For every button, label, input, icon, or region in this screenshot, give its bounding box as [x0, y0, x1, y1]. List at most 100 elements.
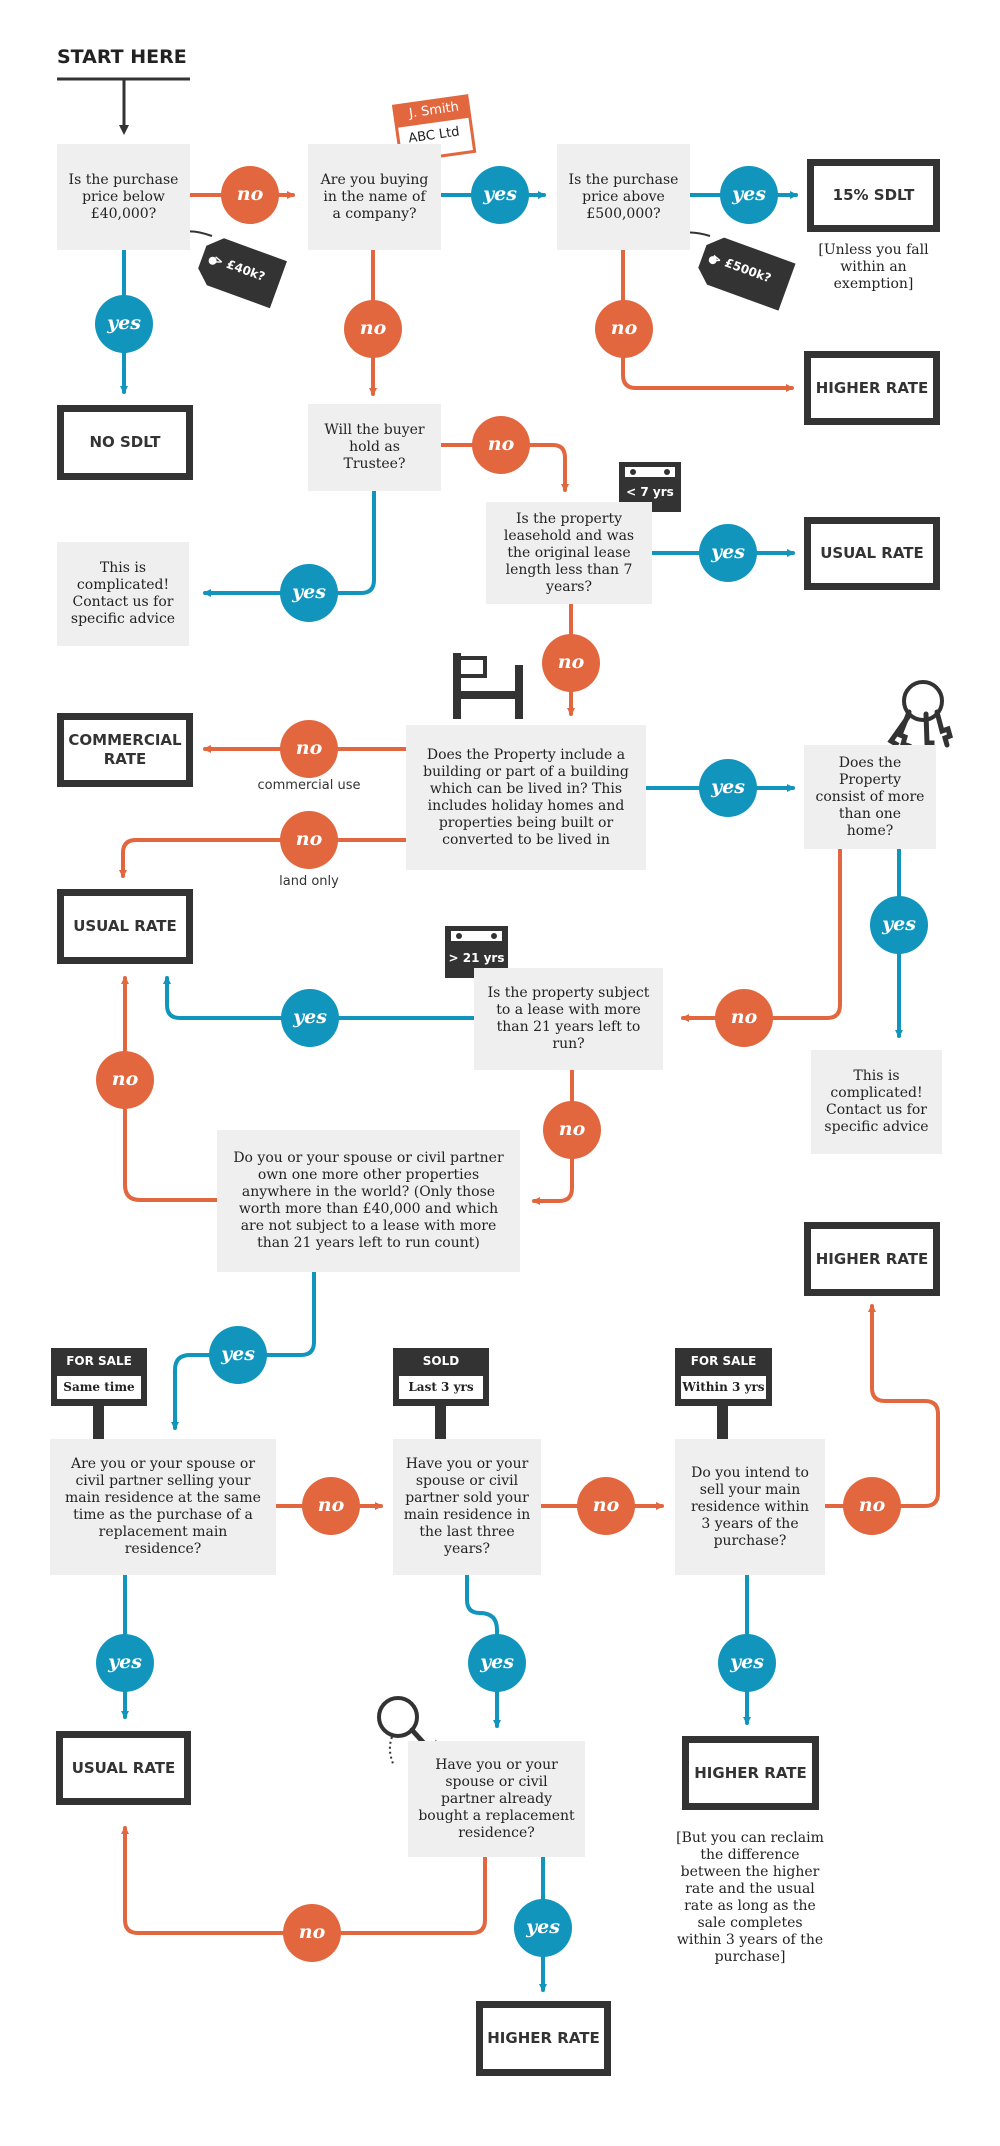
yes-label: yes: [730, 1651, 764, 1673]
calendar-21yrs-label: > 21 yrs: [448, 951, 505, 965]
no-label: no: [610, 317, 638, 339]
sign1-body: Same time: [55, 1374, 143, 1401]
keys-icon: [887, 680, 954, 757]
question-sell-within-3yrs: Do you intend to sell your main residenc…: [675, 1439, 825, 1575]
yes-circle: [280, 564, 338, 622]
edge-q8-q9: [532, 1069, 574, 1205]
question-selling-same-time: Are you or your spouse or civil partner …: [50, 1439, 276, 1575]
edge-q4-complicated: [203, 489, 376, 597]
no-circle: [472, 416, 530, 474]
no-label: no: [111, 1068, 139, 1090]
start-here-title: START HERE: [57, 46, 187, 68]
no-label: no: [295, 828, 323, 850]
note-complicated-2: This is complicated! Contact us for spec…: [811, 1050, 942, 1154]
question-multiple-homes: Does the Property consist of more than o…: [804, 745, 936, 849]
yes-circle: [96, 1634, 154, 1692]
calendar-7yrs-label: < 7 yrs: [626, 485, 674, 499]
result-commercial-rate: COMMERCIAL RATE: [57, 713, 193, 787]
yes-label: yes: [711, 541, 745, 563]
no-label: no: [236, 183, 264, 205]
edge-q12-higher: [823, 1304, 940, 1508]
question-price-above-500k: Is the purchase price above £500,000?: [557, 144, 690, 250]
note-exemption: [Unless you fall within an exemption]: [818, 242, 929, 292]
no-circle: [344, 300, 402, 358]
result-usual-rate-2: USUAL RATE: [57, 889, 193, 964]
result-higher-rate-4: HIGHER RATE: [476, 2001, 611, 2076]
no-circle: [543, 1101, 601, 1159]
question-dwelling: Does the Property include a building or …: [406, 725, 646, 870]
yes-label: yes: [292, 581, 326, 603]
no-label: no: [317, 1494, 345, 1516]
yes-circle: [95, 295, 153, 353]
result-higher-rate-1: HIGHER RATE: [804, 351, 940, 425]
question-trustee: Will the buyer hold as Trustee?: [308, 404, 441, 491]
yes-circle: [281, 989, 339, 1047]
no-circle: [221, 166, 279, 224]
label-commercial-use: commercial use: [257, 778, 361, 793]
result-15-sdlt: 15% SDLT: [807, 159, 940, 232]
yes-circle: [870, 896, 928, 954]
sign2-heading: SOLD: [393, 1351, 489, 1371]
result-no-sdlt: NO SDLT: [57, 405, 193, 480]
yes-circle: [471, 166, 529, 224]
yes-label: yes: [107, 312, 141, 334]
question-leasehold-7yrs: Is the property leasehold and was the or…: [486, 502, 652, 604]
result-higher-rate-2: HIGHER RATE: [804, 1222, 940, 1296]
no-circle: [715, 989, 773, 1047]
note-reclaim: [But you can reclaim the difference betw…: [676, 1830, 824, 1965]
edge-q3-higher: [621, 248, 794, 392]
no-circle: [280, 720, 338, 778]
yes-label: yes: [221, 1343, 255, 1365]
no-label: no: [295, 737, 323, 759]
edge-q6-land: [119, 838, 408, 878]
no-label: no: [858, 1494, 886, 1516]
edge-q7-q8: [681, 847, 842, 1022]
yes-circle: [514, 1899, 572, 1957]
no-circle: [283, 1904, 341, 1962]
no-label: no: [558, 1118, 586, 1140]
yes-circle: [718, 1634, 776, 1692]
question-bought-replacement: Have you or your spouse or civil partner…: [408, 1741, 585, 1857]
edge-q4-q5: [438, 443, 569, 492]
no-label: no: [298, 1921, 326, 1943]
edge-q11-q13: [465, 1573, 501, 1728]
no-circle: [843, 1477, 901, 1535]
no-label: no: [359, 317, 387, 339]
yes-label: yes: [732, 183, 766, 205]
question-price-below-40k: Is the purchase price below £40,000?: [57, 144, 190, 250]
sign3-body: Within 3 yrs: [679, 1374, 768, 1401]
yes-label: yes: [526, 1916, 560, 1938]
yes-circle: [209, 1326, 267, 1384]
yes-circle: [468, 1634, 526, 1692]
edge-q9-usual: [121, 976, 219, 1202]
yes-label: yes: [882, 913, 916, 935]
no-circle: [542, 634, 600, 692]
yes-label: yes: [480, 1651, 514, 1673]
no-label: no: [730, 1006, 758, 1028]
no-circle: [96, 1051, 154, 1109]
no-circle: [302, 1477, 360, 1535]
yes-label: yes: [711, 776, 745, 798]
sign1-heading: FOR SALE: [51, 1351, 147, 1371]
no-circle: [577, 1477, 635, 1535]
sign2-body: Last 3 yrs: [397, 1374, 485, 1401]
sign3-heading: FOR SALE: [675, 1351, 772, 1371]
question-other-properties: Do you or your spouse or civil partner o…: [217, 1130, 520, 1272]
no-label: no: [592, 1494, 620, 1516]
yes-label: yes: [108, 1651, 142, 1673]
no-label: no: [557, 651, 585, 673]
note-complicated-1: This is complicated! Contact us for spec…: [57, 542, 189, 646]
edge-q8-usual: [163, 976, 476, 1020]
no-label: no: [487, 433, 515, 455]
label-land-only: land only: [279, 874, 339, 889]
question-sold-last-3yrs: Have you or your spouse or civil partner…: [393, 1439, 541, 1575]
result-higher-rate-3: HIGHER RATE: [682, 1736, 819, 1810]
yes-circle: [699, 524, 757, 582]
question-company: Are you buying in the name of a company?: [308, 144, 441, 250]
question-lease-21yrs: Is the property subject to a lease with …: [474, 968, 663, 1070]
no-circle: [595, 300, 653, 358]
yes-label: yes: [293, 1006, 327, 1028]
yes-circle: [699, 759, 757, 817]
yes-label: yes: [483, 183, 517, 205]
yes-circle: [720, 166, 778, 224]
